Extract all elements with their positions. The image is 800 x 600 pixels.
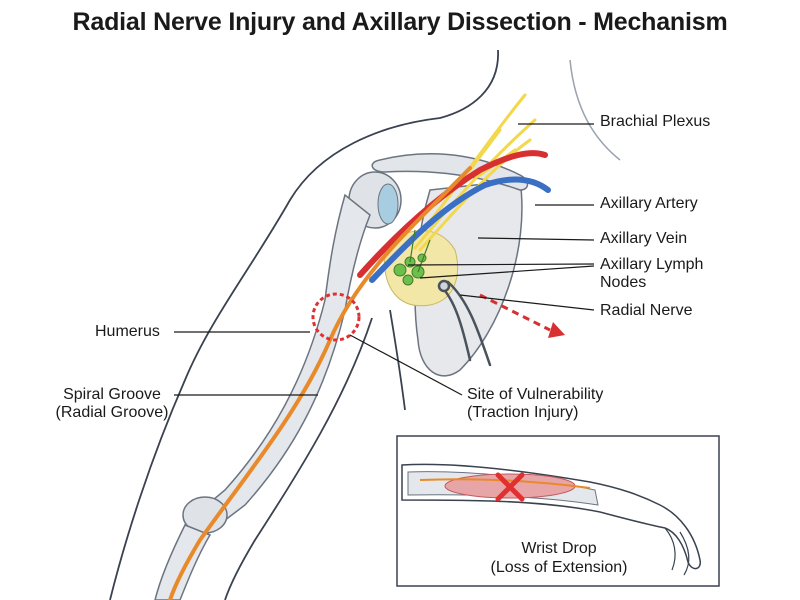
axillary-vein xyxy=(369,176,551,283)
label-brachial-plexus: Brachial Plexus xyxy=(600,113,711,130)
label-vulnerability-line1: Site of Vulnerability xyxy=(467,386,604,403)
radial-nerve xyxy=(168,166,472,600)
axillary-artery xyxy=(357,150,548,278)
inset-caption-line1: Wrist Drop xyxy=(521,540,597,557)
label-spiral-groove-line2: (Radial Groove) xyxy=(55,404,169,421)
lymph-nodes xyxy=(393,229,431,286)
body-outline xyxy=(109,49,499,600)
glenoid xyxy=(377,183,399,225)
label-spiral-groove-line1: Spiral Groove xyxy=(63,386,161,403)
label-radial-nerve: Radial Nerve xyxy=(600,302,693,319)
diagram-title: Radial Nerve Injury and Axillary Dissect… xyxy=(72,8,728,36)
label-axillary-artery: Axillary Artery xyxy=(600,195,698,212)
label-vulnerability-line2: (Traction Injury) xyxy=(467,404,579,421)
label-axillary-lymph-nodes-line2: Nodes xyxy=(600,274,647,291)
vulnerability-circle xyxy=(311,292,361,342)
label-axillary-vein: Axillary Vein xyxy=(600,230,688,247)
arm-outline-lower xyxy=(224,317,373,600)
traction-arrowhead xyxy=(548,322,565,338)
inset-forearm xyxy=(401,463,701,576)
neck-outline xyxy=(569,59,621,161)
inset-caption: Wrist Drop (Loss of Extension) xyxy=(400,539,718,577)
leader-lines xyxy=(174,123,595,396)
surgical-retractor xyxy=(437,279,492,367)
inset-caption-line2: (Loss of Extension) xyxy=(490,559,628,576)
label-humerus: Humerus xyxy=(95,323,160,340)
humerus-bone xyxy=(191,193,371,535)
arm-outline-inner xyxy=(389,309,406,411)
label-axillary-lymph-nodes-line1: Axillary Lymph xyxy=(600,256,704,273)
x-mark-icon xyxy=(495,472,525,502)
